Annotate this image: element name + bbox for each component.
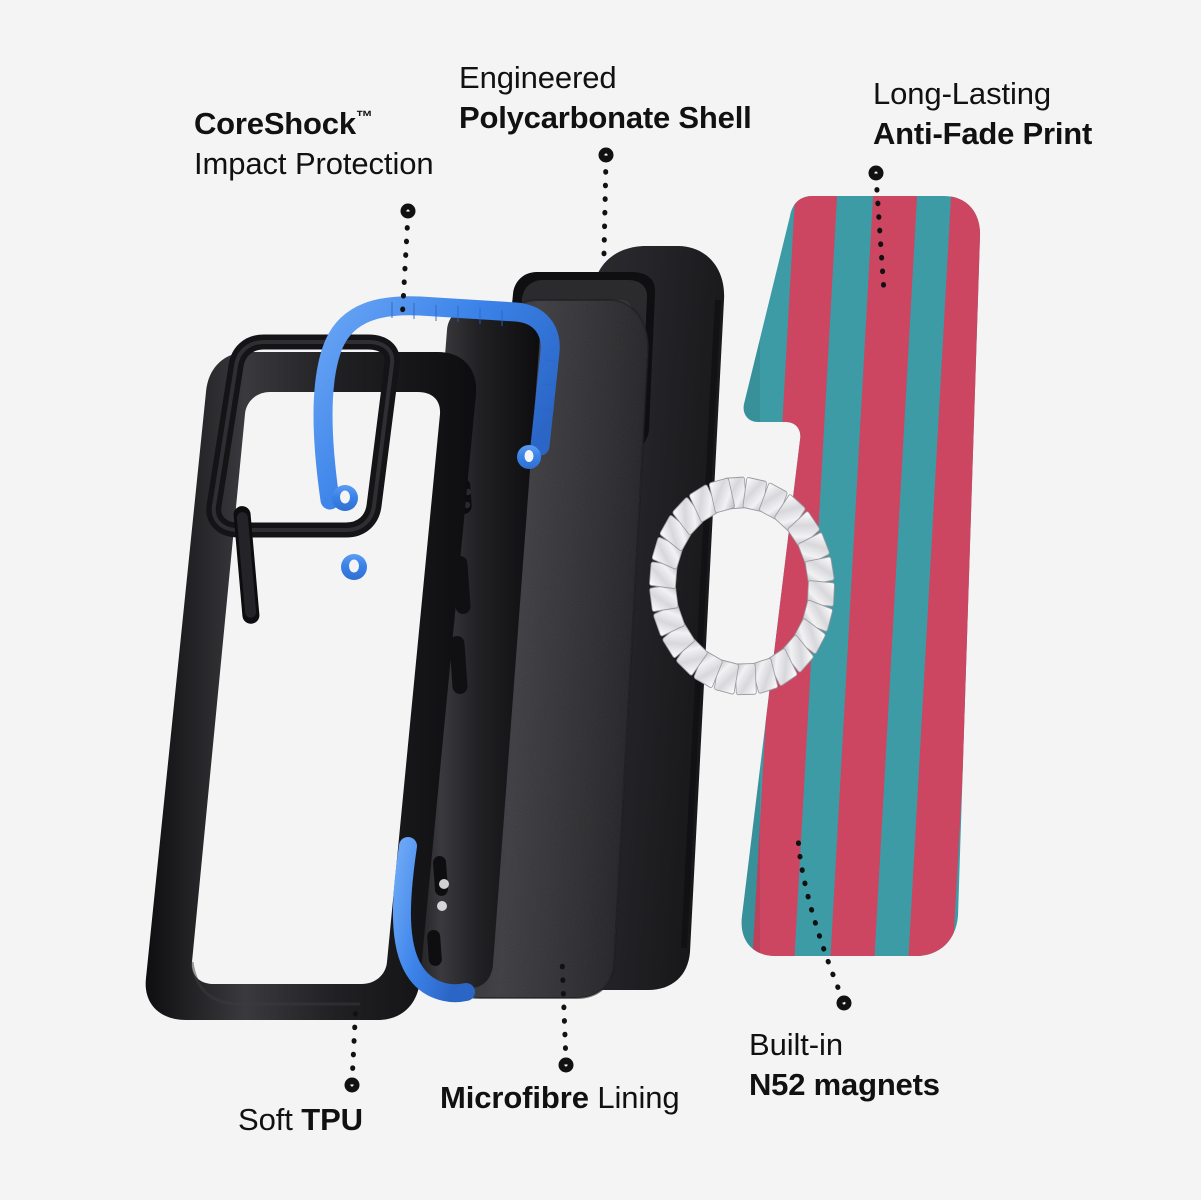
callout-antifade-line2: Anti-Fade Print xyxy=(873,115,1093,151)
n52-magnet-ring xyxy=(649,476,835,696)
leader-dot-antifade xyxy=(868,165,884,181)
leader-line-polycarbonate xyxy=(601,155,609,257)
callout-antifade-line1: Long-Lasting xyxy=(873,76,1052,111)
callout-microfibre: Microfibre Lining xyxy=(440,1078,680,1118)
layer-print-anti-fade xyxy=(741,196,981,956)
camera-ring-blue-right xyxy=(517,445,541,469)
layer-tpu-bumper xyxy=(145,296,560,1020)
leader-line-microfibre xyxy=(559,955,569,1065)
leader-line-coreshock xyxy=(399,211,411,325)
leader-dot-magnets xyxy=(836,995,852,1011)
leader-line-magnets xyxy=(795,833,846,1003)
leader-dot-polycarbonate xyxy=(598,147,614,163)
leader-line-tpu xyxy=(349,999,359,1085)
callout-tpu-bold: TPU xyxy=(301,1102,363,1137)
leader-dot-microfibre xyxy=(558,1057,574,1073)
callout-coreshock-line2: Impact Protection xyxy=(194,145,434,181)
callout-tpu: Soft TPU xyxy=(238,1100,363,1140)
callout-magnets-line1: Built-in xyxy=(749,1027,843,1062)
callout-microfibre-light: Lining xyxy=(588,1080,680,1115)
camera-ring-blue-lower xyxy=(341,554,367,580)
camera-ring-blue xyxy=(332,485,358,511)
callout-magnets-line2: N52 magnets xyxy=(749,1066,940,1102)
trademark-symbol: ™ xyxy=(355,107,373,127)
callout-polycarbonate-line2: Polycarbonate Shell xyxy=(459,99,752,135)
callout-tpu-light: Soft xyxy=(238,1102,302,1137)
callout-coreshock-line1: CoreShock™ xyxy=(194,106,373,141)
callout-polycarbonate: Engineered Polycarbonate Shell xyxy=(459,58,752,137)
callout-magnets: Built-in N52 magnets xyxy=(749,1025,940,1104)
leader-dot-tpu xyxy=(344,1077,360,1093)
callout-tpu-line: Soft TPU xyxy=(238,1100,363,1140)
callout-microfibre-bold: Microfibre xyxy=(440,1080,589,1115)
leader-dot-coreshock xyxy=(400,203,416,219)
callout-antifade: Long-Lasting Anti-Fade Print xyxy=(873,74,1092,153)
callout-coreshock: CoreShock™ Impact Protection xyxy=(194,104,434,183)
callout-polycarbonate-line1: Engineered xyxy=(459,60,617,95)
leader-line-antifade xyxy=(873,173,887,295)
callout-microfibre-line: Microfibre Lining xyxy=(440,1078,680,1118)
